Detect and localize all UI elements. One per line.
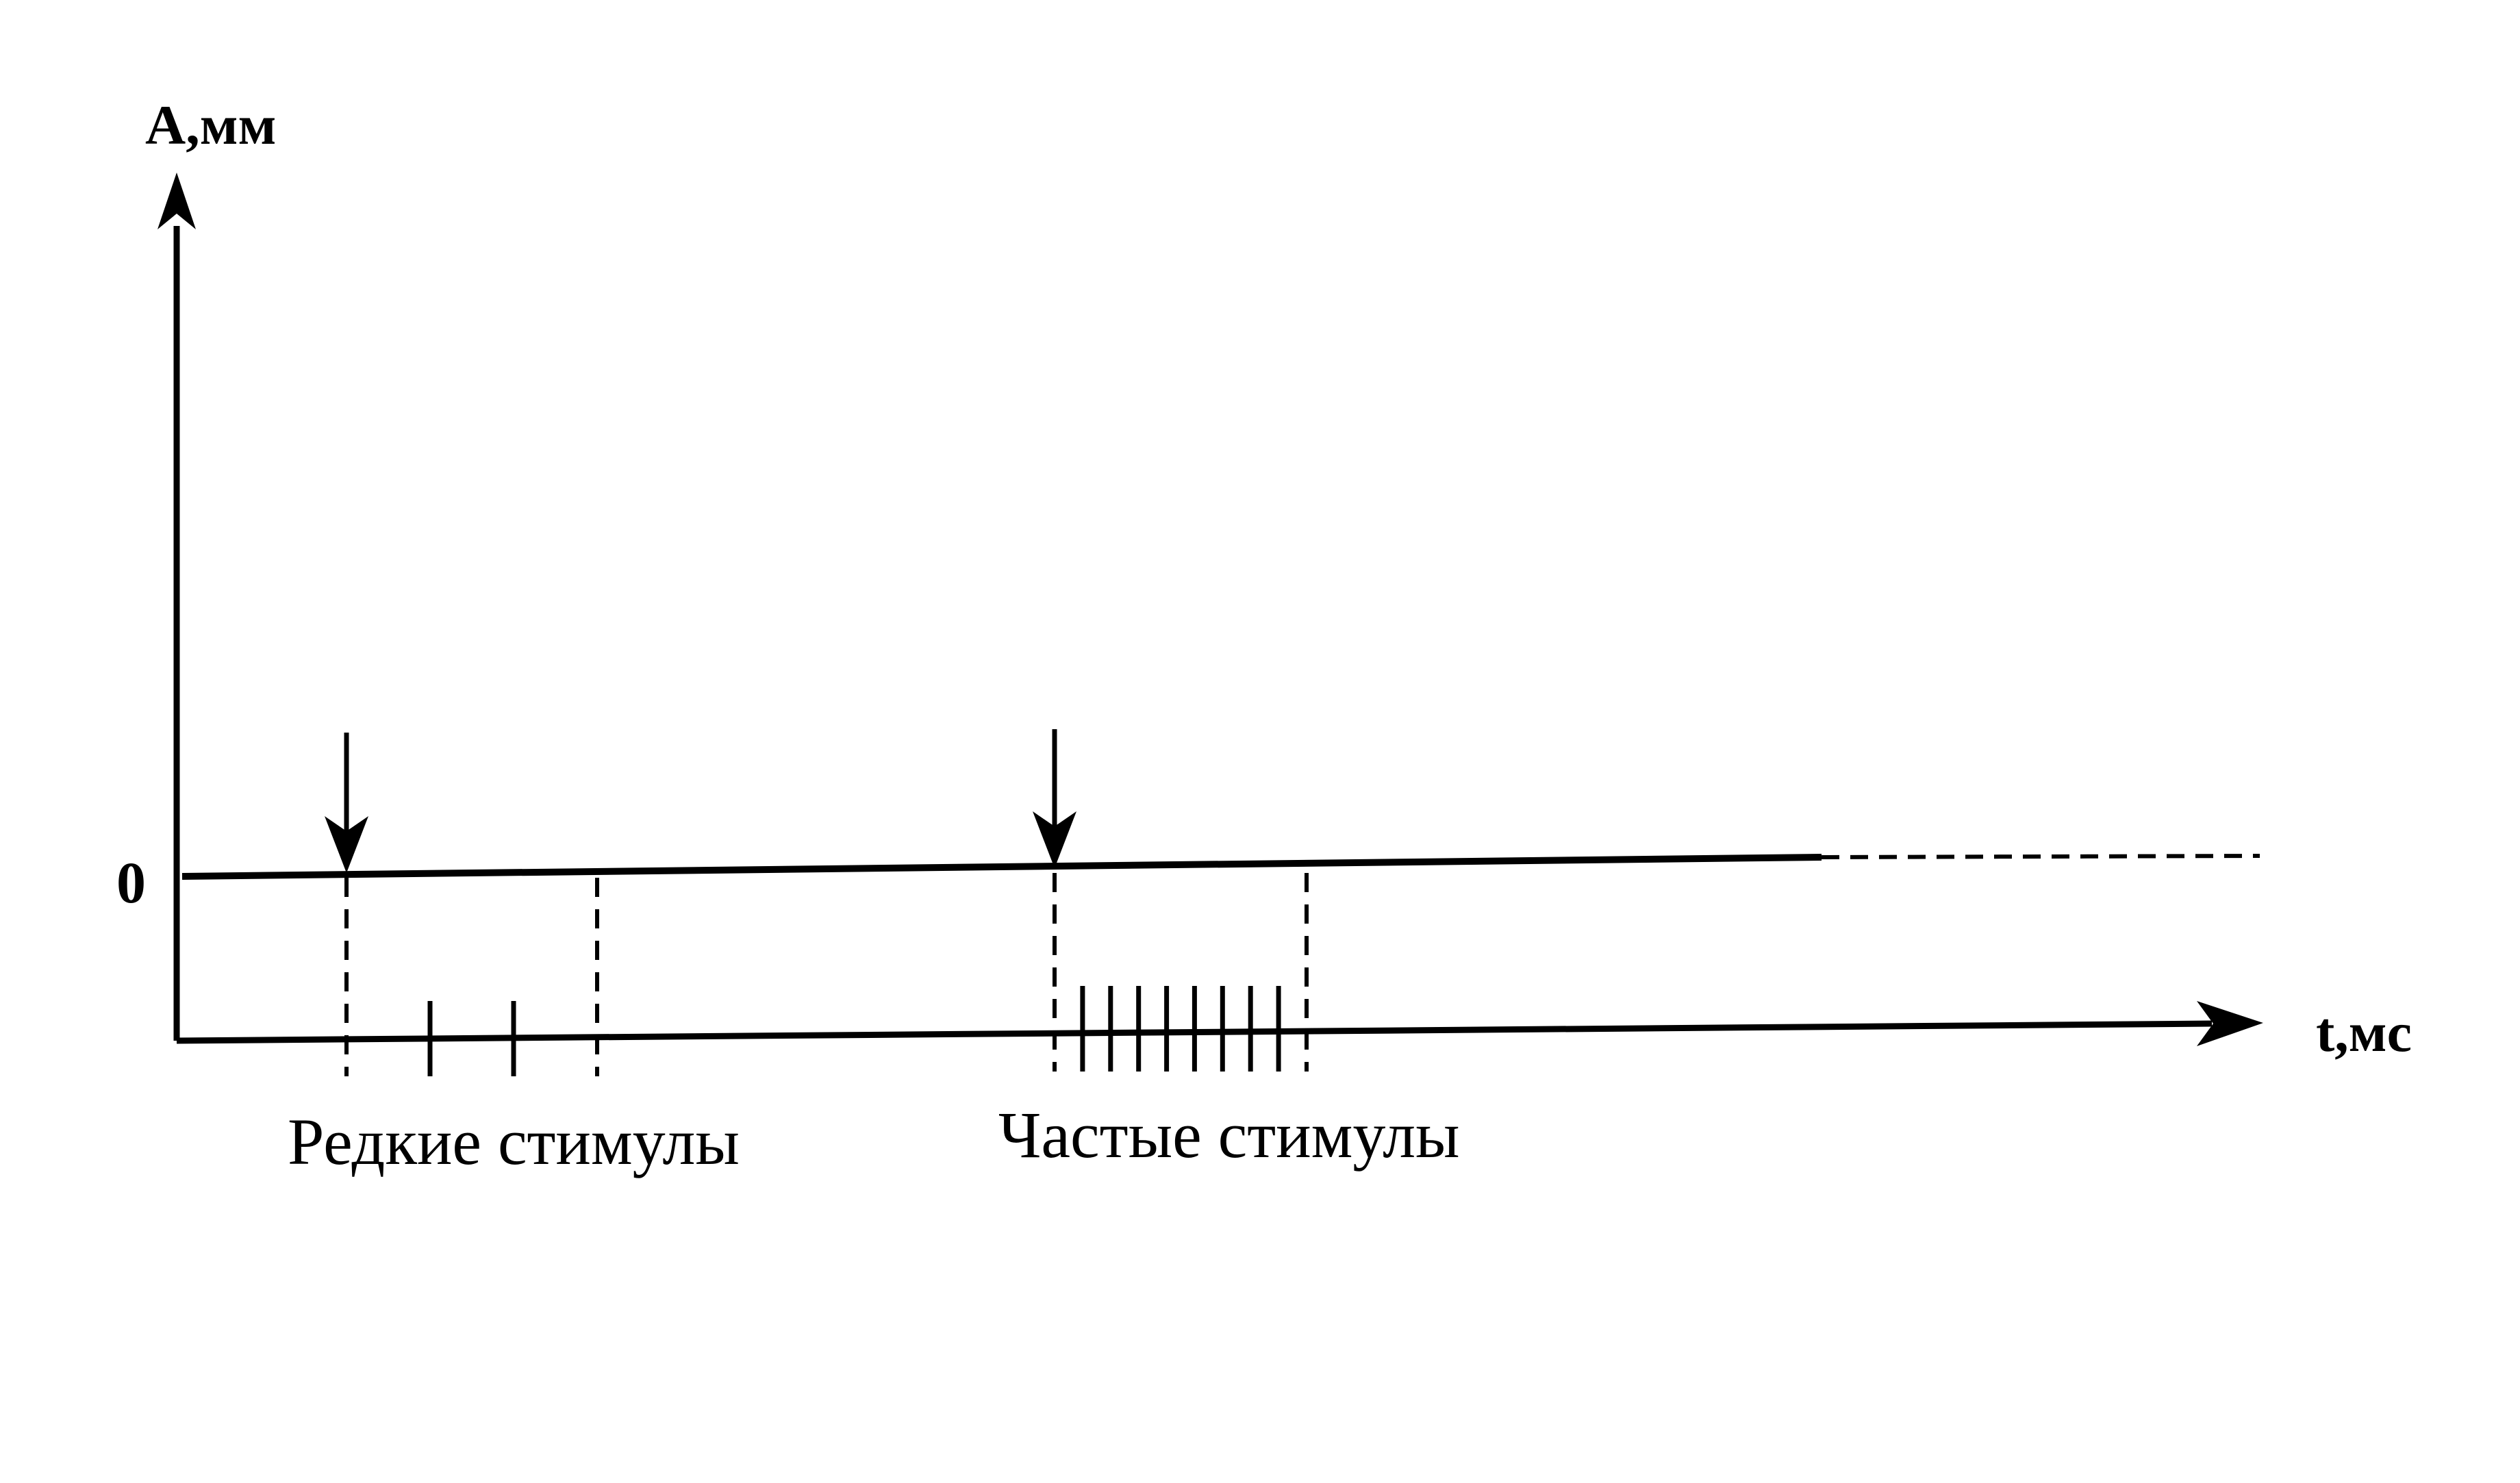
zero-label: 0 — [116, 850, 146, 915]
baseline-solid — [181, 854, 1822, 880]
y-axis-label: А,мм — [145, 94, 276, 156]
y-axis-arrowhead — [158, 173, 196, 229]
y-axis — [158, 173, 196, 1041]
rare-stimuli-caption: Редкие стимулы — [288, 1105, 740, 1178]
x-axis-arrowhead — [2197, 1001, 2263, 1046]
rare-onset-arrowhead — [325, 816, 368, 873]
frequent-stimuli-caption: Частые стимулы — [998, 1098, 1460, 1171]
x-axis-label: t,мс — [2316, 1001, 2412, 1063]
baseline — [181, 854, 2260, 880]
rare-stimulus-ticks — [427, 1001, 516, 1076]
dashed-guides — [344, 873, 1309, 1076]
x-axis — [176, 1001, 2263, 1046]
frequent-onset-arrowhead — [1033, 811, 1076, 868]
frequent-stimulus-ticks — [1080, 986, 1281, 1072]
stimulus-onset-arrows — [325, 729, 1076, 873]
baseline-dashed — [1821, 854, 2260, 859]
